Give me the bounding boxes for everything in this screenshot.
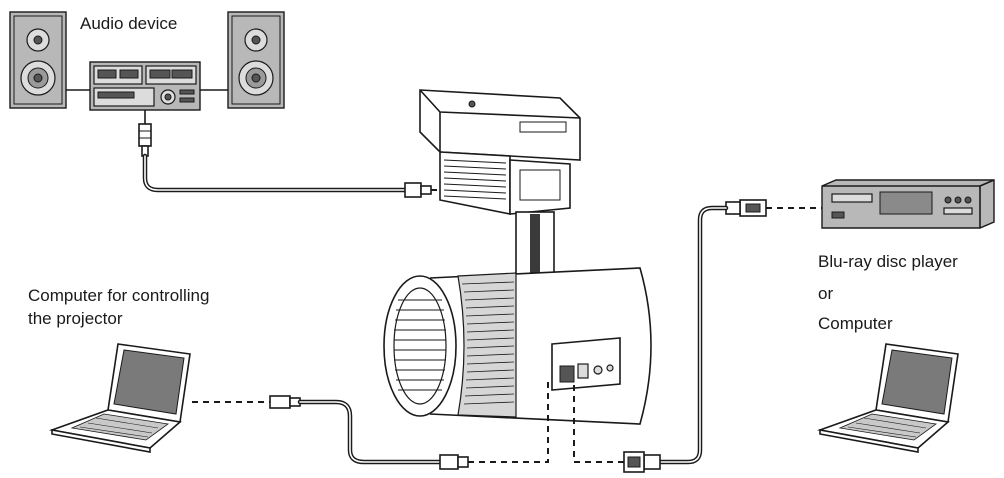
- bluray-label-line1: Blu-ray disc player: [818, 252, 958, 271]
- audio-device-label: Audio device: [80, 14, 178, 33]
- control-cable: [192, 382, 549, 470]
- laptop-right-icon: [816, 343, 959, 453]
- bluray-player-icon: [821, 179, 995, 229]
- computer-control-label-line1: Computer for controlling: [28, 286, 210, 305]
- audio-cable: [138, 110, 470, 198]
- hdmi-cable: [573, 199, 822, 473]
- stereo-system-icon: [89, 61, 201, 111]
- speaker-left-icon: [9, 11, 67, 109]
- bluray-label-line2: or: [818, 284, 834, 303]
- bluray-label-line3: Computer: [818, 314, 893, 333]
- laptop-left-icon: [48, 343, 191, 453]
- computer-control-label-line2: the projector: [28, 309, 123, 328]
- projector-icon: [383, 89, 652, 425]
- speaker-right-icon: [227, 11, 285, 109]
